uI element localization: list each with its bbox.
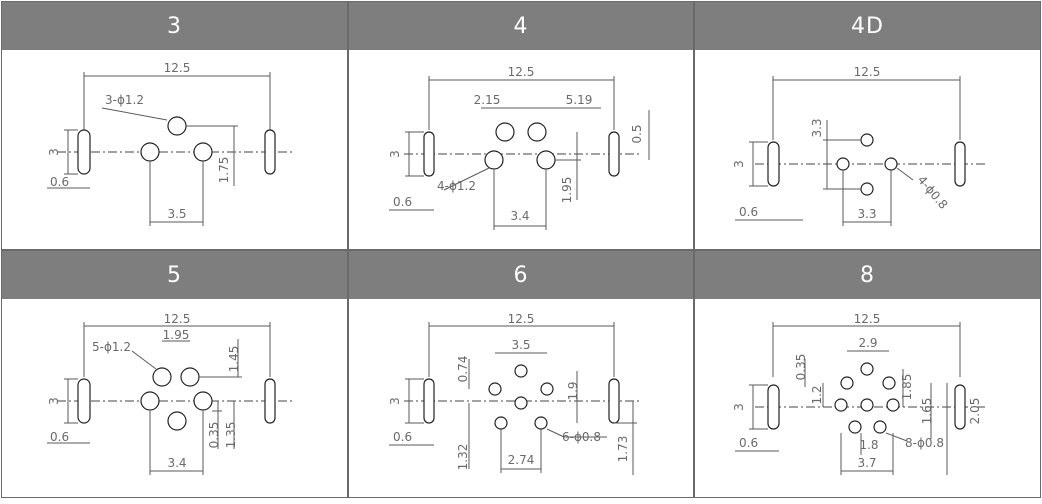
dim-slot-width: 0.6 [739,205,758,219]
dim-left-bottom: 1.32 [456,444,470,471]
dim-offset: 0.5 [630,124,644,143]
dim-pin-count: 5-ϕ1.2 [92,340,131,354]
dim-left-top: 0.74 [456,356,470,383]
panel-title: 6 [349,251,693,299]
drawing: 12.5 3.3 3 4-ϕ0.8 0.6 3.3 [695,50,1040,249]
dim-right-a: 1.85 [900,374,914,401]
dim-height: 3 [388,150,402,158]
dim-pitch-x: 3.4 [510,209,529,223]
dim-mid: 1.8 [859,438,878,452]
dim-right-mid: 1.9 [566,381,580,400]
dim-pitch-y: 1.75 [217,157,231,184]
dim-right-bottom: 1.73 [616,436,630,463]
drawing: 12.5 3-ϕ1.2 3 0.6 3.5 1.75 [2,50,347,249]
panel-title: 4 [349,2,693,50]
dim-top: 2.9 [858,336,877,350]
panel-title: 3 [2,2,347,50]
dim-pitch-x: 2.74 [508,453,535,467]
dim-right-b: 1.35 [224,422,238,449]
dim-slot-width: 0.6 [50,175,69,189]
dim-width: 12.5 [854,65,881,79]
panel-5: 5 12.5 1.95 5-ϕ1.2 1.45 3 [1,250,348,498]
dim-left: 2.15 [474,93,501,107]
dim-right-b: 1.65 [920,398,934,425]
dim-height: 3 [388,397,402,405]
dim-right-top: 1.45 [227,346,241,373]
dim-pitch-y: 1.95 [560,177,574,204]
dim-pitch-x: 3.3 [857,207,876,221]
panel-3: 3 12.5 3-ϕ1.2 3 0.6 3.5 1.75 [1,1,348,250]
drawing: 12.5 3.5 0.74 1.9 3 6-ϕ0.8 [349,299,693,497]
dim-slot-width: 0.6 [739,436,758,450]
dim-width: 12.5 [164,312,191,326]
dim-slot-width: 0.6 [393,430,412,444]
dim-pitch-x: 3.7 [857,456,876,470]
dim-width: 12.5 [508,312,535,326]
dim-right: 5.19 [566,93,593,107]
dim-width: 12.5 [854,312,881,326]
dim-pitch-x: 3.4 [167,456,186,470]
dim-left-top: 0.35 [794,354,808,381]
panel-4: 4 12.5 2.15 5.19 0.5 3 4-ϕ1.2 [348,1,694,250]
dim-pitch-x: 3.5 [167,207,186,221]
panel-title: 4D [695,2,1040,50]
dim-right-a: 0.35 [207,422,221,449]
dim-height: 3 [47,148,61,156]
panel-title: 5 [2,251,347,299]
panel-4d: 4D 12.5 3.3 3 4-ϕ0.8 0.6 [694,1,1041,250]
dim-slot-width: 0.6 [393,195,412,209]
dim-pin-count: 3-ϕ1.2 [105,93,144,107]
drawing: 12.5 2.9 0.35 1.2 1.85 [695,299,1040,497]
dim-left-mid: 1.2 [810,385,824,404]
dim-top: 3.5 [511,338,530,352]
panel-6: 6 12.5 3.5 0.74 1.9 3 [348,250,694,498]
drawing: 12.5 2.15 5.19 0.5 3 4-ϕ1.2 0.6 [349,50,693,249]
panel-title: 8 [695,251,1040,299]
dim-width: 12.5 [508,65,535,79]
panel-8: 8 12.5 2.9 0.35 1.2 [694,250,1041,498]
dim-top: 3.3 [810,118,824,137]
drawing: 12.5 1.95 5-ϕ1.2 1.45 3 0.35 1.35 [2,299,347,497]
dim-height: 3 [732,403,746,411]
dim-height: 3 [732,160,746,168]
dim-pin-count: 4-ϕ1.2 [437,179,476,193]
dim-top: 1.95 [163,328,190,342]
dim-width: 12.5 [164,61,191,75]
dim-pin-count: 6-ϕ0.8 [562,430,601,444]
dim-slot-width: 0.6 [50,430,69,444]
dim-right-c: 2.05 [968,398,982,425]
dim-height: 3 [47,397,61,405]
dim-pin-count: 8-ϕ0.8 [905,436,944,450]
dim-pin-count: 4-ϕ0.8 [915,173,951,212]
